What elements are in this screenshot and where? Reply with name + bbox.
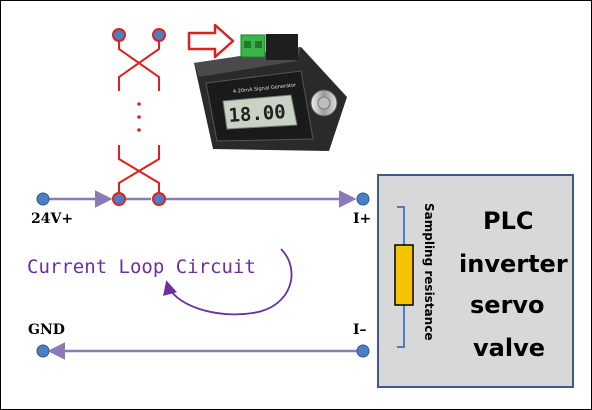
node-24v (36, 192, 50, 206)
load-label-inverter: inverter (459, 250, 568, 278)
label-iplus: I+ (353, 211, 371, 227)
continuation-dots (137, 102, 141, 132)
load-label-servo: servo (470, 291, 545, 319)
top-terminals (112, 28, 166, 42)
node-iminus (356, 344, 370, 358)
load-label-valve: valve (473, 334, 545, 362)
node-iplus (356, 192, 370, 206)
label-iminus: I– (353, 322, 367, 338)
cross-wire-bottom-b (118, 145, 160, 199)
label-gnd: GND (28, 322, 65, 338)
hollow-arrow-icon (187, 23, 235, 59)
sampling-resistance-label: Sampling resistance (422, 203, 436, 340)
loop-arrow-icon (163, 248, 293, 316)
node-junction-right (152, 192, 166, 206)
load-device-box: Sampling resistance PLC inverter servo v… (377, 174, 574, 388)
green-terminal-block (240, 34, 266, 58)
sampling-resistor (394, 244, 414, 306)
load-label-plc: PLC (483, 207, 534, 235)
label-24v: 24V+ (31, 211, 73, 227)
lcd-display-value: 18.00 (228, 101, 287, 127)
node-junction-left (112, 192, 126, 206)
wire-nodes (36, 192, 370, 358)
cross-wire-top-b (118, 35, 160, 91)
lcd-screen (222, 94, 298, 130)
node-gnd (36, 344, 50, 358)
signal-generator-device: 4-20mA Signal Generator 18.00 (194, 34, 347, 151)
current-loop-label: Current Loop Circuit (27, 256, 256, 278)
